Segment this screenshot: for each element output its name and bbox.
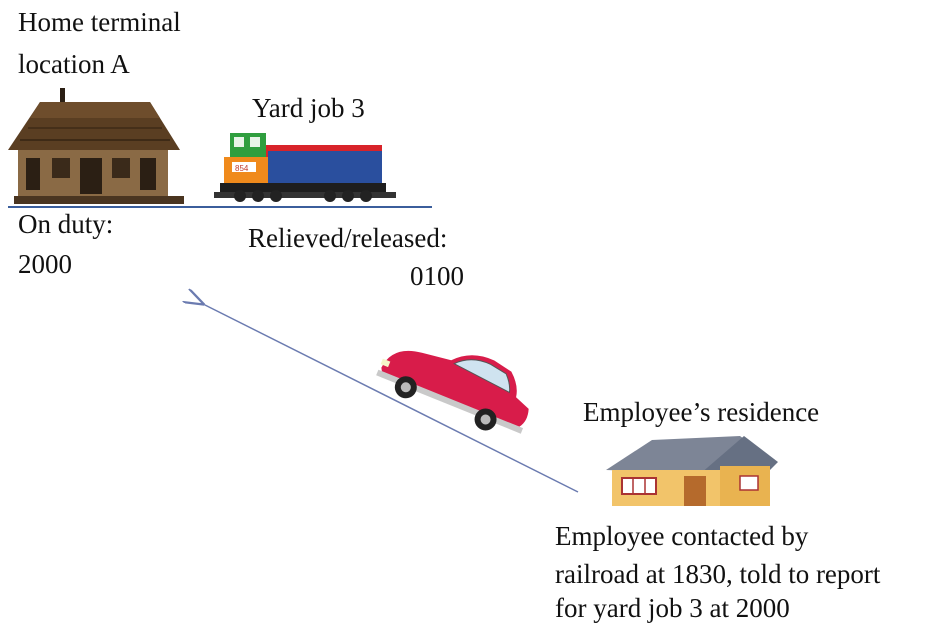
locomotive-icon: 854 (214, 133, 396, 202)
on-duty-time: 2000 (18, 249, 72, 279)
travel-arrow (203, 304, 579, 493)
yard-job-title: Yard job 3 (252, 93, 365, 123)
residence-note-line2: railroad at 1830, told to report (555, 559, 881, 589)
relieved-time: 0100 (410, 261, 464, 291)
residence-note-line3: for yard job 3 at 2000 (555, 593, 790, 623)
residence-title: Employee’s residence (583, 397, 820, 427)
locomotive-number: 854 (235, 164, 249, 173)
terminal-title-line1: Home terminal (18, 7, 181, 37)
relieved-label: Relieved/released: (248, 223, 448, 253)
residence-note-line1: Employee contacted by (555, 521, 809, 551)
car-icon (376, 350, 529, 434)
terminal-title-line2: location A (18, 49, 130, 79)
station-icon (8, 88, 184, 204)
on-duty-label: On duty: (18, 209, 114, 239)
house-icon (606, 436, 778, 506)
